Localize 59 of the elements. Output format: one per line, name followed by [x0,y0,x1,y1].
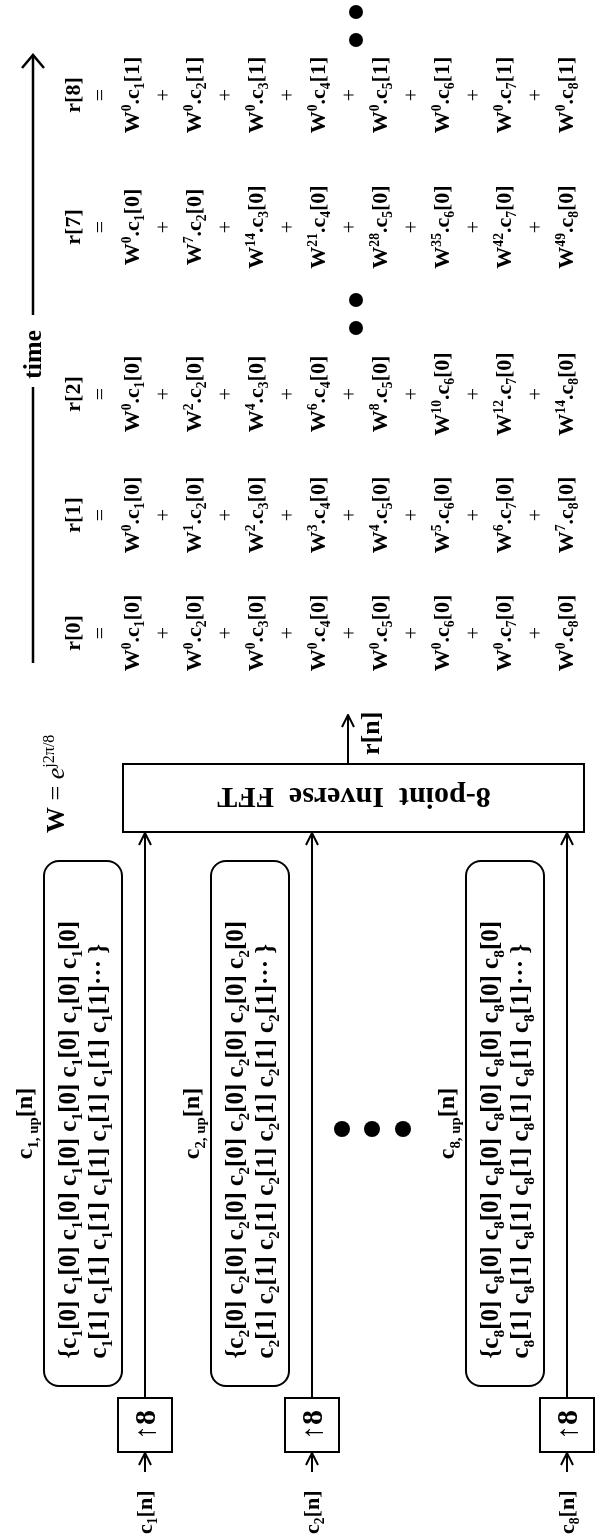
plus-sign: + [399,626,423,640]
plus-sign: + [461,626,485,640]
plus-sign: + [275,88,299,102]
plus-sign: + [461,220,485,234]
plus-sign: + [213,626,237,640]
plus-sign: + [275,387,299,401]
plus-sign: + [151,88,175,102]
equals-sign: = [88,220,112,234]
output-sample-label: r[7] [61,209,85,245]
edge-label: r[n] [356,711,386,755]
output-sample-label: r[1] [61,497,85,533]
plus-sign: + [523,387,547,401]
plus-sign: + [275,626,299,640]
upsampler-box: ↑8 [284,1397,340,1453]
arrow [138,832,152,1398]
plus-sign: + [151,626,175,640]
plus-sign: + [151,220,175,234]
plus-sign: + [337,387,361,401]
plus-sign: + [213,220,237,234]
plus-sign: + [337,220,361,234]
equals-sign: = [88,387,112,401]
plus-sign: + [213,508,237,522]
output-sample-label: r[8] [61,77,85,113]
plus-sign: + [337,508,361,522]
arrow [341,714,355,764]
arrow [560,832,574,1398]
plus-sign: + [213,88,237,102]
arrow [305,1452,319,1473]
equals-sign: = [88,508,112,522]
upsampler-box: ↑8 [117,1397,173,1453]
plus-sign: + [523,88,547,102]
equals-sign: = [88,88,112,102]
plus-sign: + [151,508,175,522]
arrow [560,1452,574,1473]
arrow [305,832,319,1398]
plus-sign: + [213,387,237,401]
plus-sign: + [461,508,485,522]
plus-sign: + [275,508,299,522]
plus-sign: + [523,508,547,522]
axis-label: time [19,329,47,379]
plus-sign: + [399,220,423,234]
plus-sign: + [461,387,485,401]
plus-sign: + [461,88,485,102]
plus-sign: + [399,387,423,401]
plus-sign: + [337,626,361,640]
plus-sign: + [523,220,547,234]
output-sample-label: r[2] [61,376,85,412]
equals-sign: = [88,626,112,640]
output-sample-label: r[0] [61,615,85,651]
block-label: 8-point Inverse FFT [216,781,491,815]
plus-sign: + [337,88,361,102]
plus-sign: + [399,88,423,102]
plus-sign: + [399,508,423,522]
plus-sign: + [151,387,175,401]
upsampler-box: ↑8 [539,1397,595,1453]
plus-sign: + [523,626,547,640]
arrow [138,1452,152,1473]
fft-block [122,763,585,833]
plus-sign: + [275,220,299,234]
